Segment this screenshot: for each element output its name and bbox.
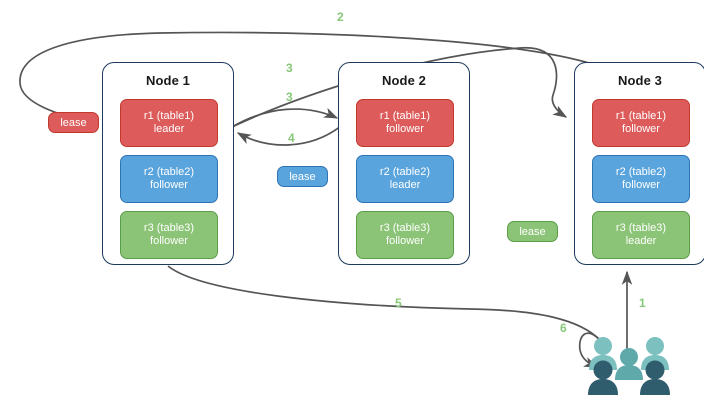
node-3-replica-r2[interactable]: r2 (table2) follower xyxy=(592,155,690,203)
node-1-replica-r1[interactable]: r1 (table1) leader xyxy=(120,99,218,147)
node-2-replica-r3[interactable]: r3 (table3) follower xyxy=(356,211,454,259)
node-3-replica-r1[interactable]: r1 (table1) follower xyxy=(592,99,690,147)
lease-box-green[interactable]: lease xyxy=(507,221,558,242)
node-2-title: Node 2 xyxy=(382,73,426,88)
node-1-replica-r3-name: r3 (table3) xyxy=(143,221,195,234)
lease-box-blue-label: lease xyxy=(289,170,316,183)
node-1-replica-r2-name: r2 (table2) xyxy=(143,165,195,178)
node-1-replica-r1-role: leader xyxy=(153,123,185,135)
node-2-replica-r1[interactable]: r1 (table1) follower xyxy=(356,99,454,147)
node-1-replica-r3-role: follower xyxy=(150,235,188,247)
node-2-replica-r3-name: r3 (table3) xyxy=(379,221,431,234)
lease-box-red[interactable]: lease xyxy=(48,112,99,133)
node-3-replica-r3-role: leader xyxy=(625,235,657,247)
step-label-3b: 3 xyxy=(286,90,293,104)
edge-step-2 xyxy=(19,31,600,126)
step-label-5: 5 xyxy=(395,296,402,310)
edge-step-5 xyxy=(167,265,601,341)
node-2[interactable]: Node 2 r1 (table1) follower r2 (table2) … xyxy=(338,62,470,265)
node-3-replica-r3-name: r3 (table3) xyxy=(615,221,667,234)
step-label-1: 1 xyxy=(639,296,646,310)
edge-step-3-upper xyxy=(231,47,568,128)
lease-box-red-label: lease xyxy=(60,116,87,129)
node-1-replica-r1-name: r1 (table1) xyxy=(143,109,195,122)
node-2-replica-r3-role: follower xyxy=(386,235,424,247)
lease-box-blue[interactable]: lease xyxy=(277,166,328,187)
users-icon xyxy=(588,337,670,395)
node-3-replica-r1-role: follower xyxy=(622,123,660,135)
step-label-2: 2 xyxy=(337,10,344,24)
node-3[interactable]: Node 3 r1 (table1) follower r2 (table2) … xyxy=(574,62,704,265)
node-1-replica-r2[interactable]: r2 (table2) follower xyxy=(120,155,218,203)
lease-box-green-label: lease xyxy=(519,225,546,238)
node-1[interactable]: Node 1 r1 (table1) leader r2 (table2) fo… xyxy=(102,62,234,265)
node-1-title: Node 1 xyxy=(146,73,190,88)
node-3-replica-r2-role: follower xyxy=(622,179,660,191)
edge-step-3-lower xyxy=(231,107,339,128)
node-3-replica-r3[interactable]: r3 (table3) leader xyxy=(592,211,690,259)
step-label-4: 4 xyxy=(288,131,295,145)
node-3-replica-r1-name: r1 (table1) xyxy=(615,109,667,122)
node-1-replica-r3[interactable]: r3 (table3) follower xyxy=(120,211,218,259)
node-3-title: Node 3 xyxy=(618,73,662,88)
node-2-replica-r2-role: leader xyxy=(389,179,421,191)
step-label-6: 6 xyxy=(560,321,567,335)
edge-step-4 xyxy=(236,125,342,146)
node-2-replica-r2[interactable]: r2 (table2) leader xyxy=(356,155,454,203)
node-2-replica-r1-role: follower xyxy=(386,123,424,135)
step-label-3a: 3 xyxy=(286,61,293,75)
node-3-replica-r2-name: r2 (table2) xyxy=(615,165,667,178)
node-2-replica-r1-name: r1 (table1) xyxy=(379,109,431,122)
node-2-replica-r2-name: r2 (table2) xyxy=(379,165,431,178)
node-1-replica-r2-role: follower xyxy=(150,179,188,191)
